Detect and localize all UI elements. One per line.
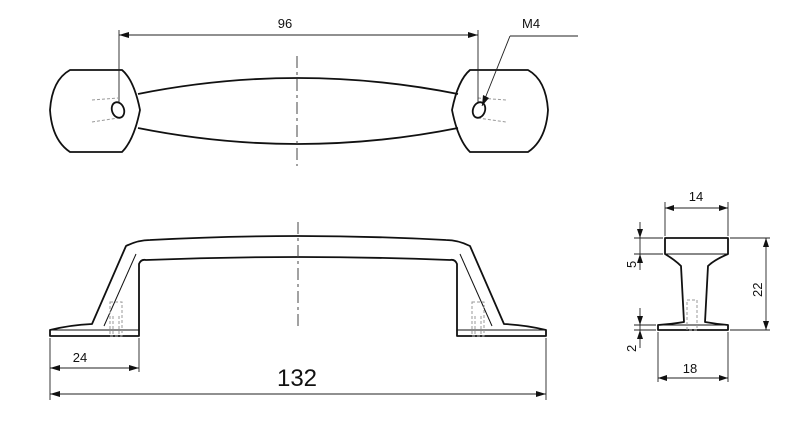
side-view-outline [657,237,729,331]
top-view-right-end [451,69,549,153]
top-thickness-label: 5 [624,261,639,268]
base-thickness-label: 2 [624,345,639,352]
right-hidden-thread [471,301,485,337]
hole-spacing-label: 96 [278,16,292,31]
top-view: 96 M4 [49,16,578,166]
front-view: 24 132 [49,222,547,400]
top-view-left-end [49,69,141,153]
side-view: 14 18 22 5 2 [624,189,770,382]
overall-length-label: 132 [277,365,317,392]
base-width-label: 18 [683,361,697,376]
height-label: 22 [750,283,765,297]
top-view-grip-lower [137,127,459,145]
top-view-grip-upper [137,77,459,95]
foot-length-label: 24 [73,350,87,365]
thread-label: M4 [522,16,540,31]
left-mounting-hole [110,101,126,119]
side-hidden-thread [686,299,698,331]
front-view-outline [49,235,547,337]
left-hidden-thread [109,301,123,337]
top-width-label: 14 [689,189,703,204]
right-mounting-hole [471,101,487,119]
